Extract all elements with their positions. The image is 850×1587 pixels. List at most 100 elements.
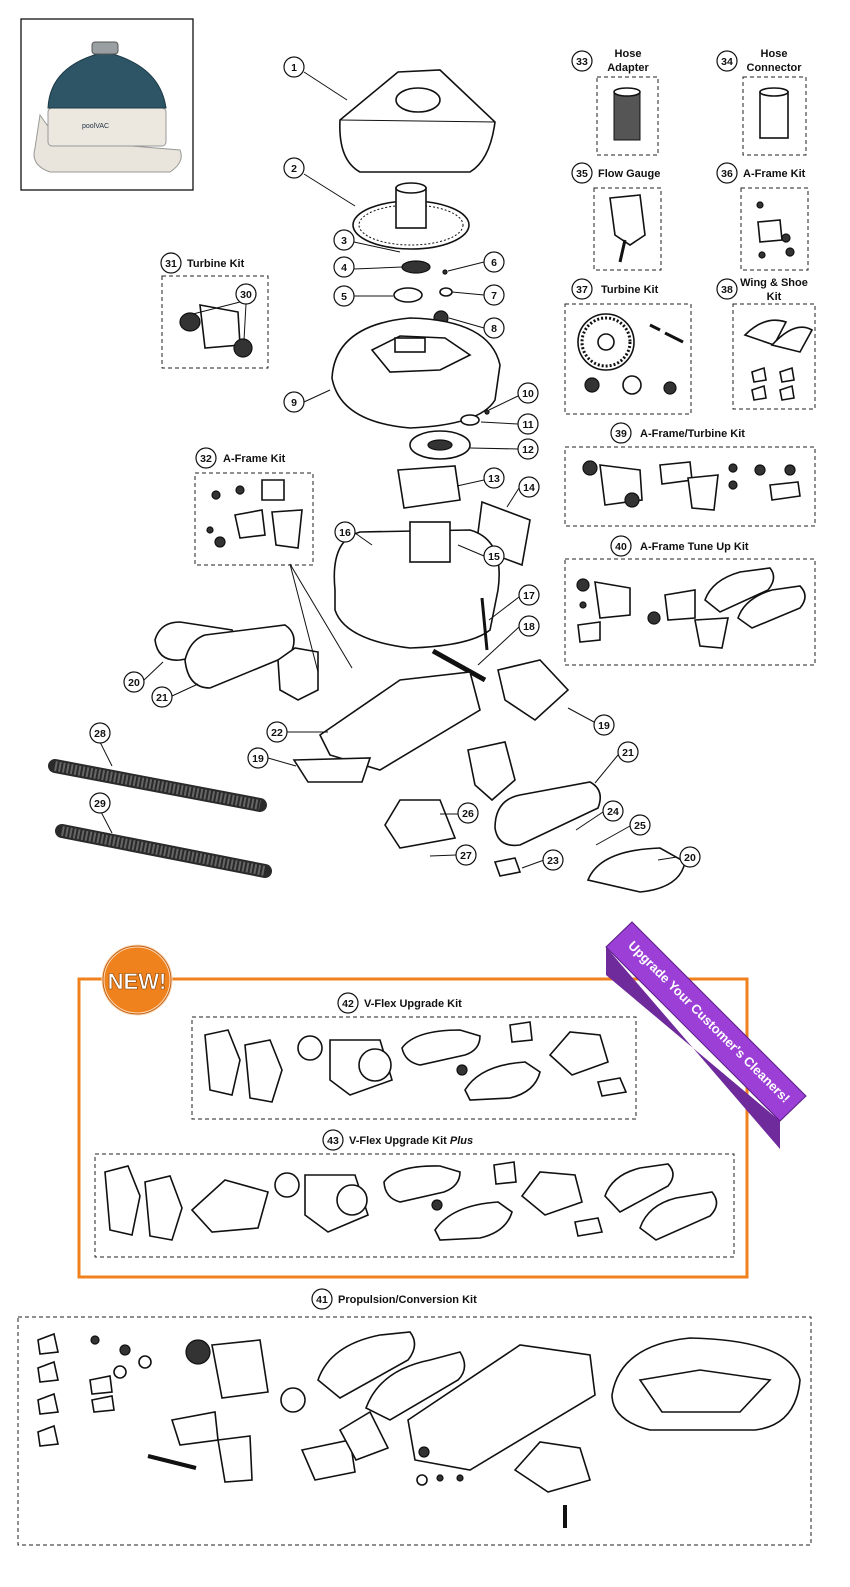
svg-text:29: 29 bbox=[94, 798, 106, 810]
svg-text:Wing & Shoe: Wing & Shoe bbox=[740, 277, 808, 289]
svg-text:21: 21 bbox=[622, 747, 634, 759]
svg-text:19: 19 bbox=[598, 720, 610, 732]
svg-text:6: 6 bbox=[491, 257, 497, 269]
svg-text:3: 3 bbox=[341, 235, 347, 247]
callout: 1 bbox=[283, 56, 305, 78]
callout: 17 bbox=[518, 584, 540, 606]
svg-text:35: 35 bbox=[576, 168, 588, 180]
callout: 19 bbox=[593, 714, 615, 736]
callout: 9 bbox=[283, 391, 305, 413]
svg-text:23: 23 bbox=[547, 855, 559, 867]
svg-text:V-Flex Upgrade Kit: V-Flex Upgrade Kit bbox=[364, 998, 462, 1010]
svg-text:9: 9 bbox=[291, 397, 297, 409]
product-photo: poolVAC bbox=[20, 18, 194, 191]
callout: 7 bbox=[483, 284, 505, 306]
kit-31-turbine: 31 Turbine Kit 30 bbox=[160, 252, 269, 369]
callout: 23 bbox=[542, 849, 564, 871]
svg-text:A-Frame Kit: A-Frame Kit bbox=[223, 453, 286, 465]
svg-text:24: 24 bbox=[607, 806, 619, 818]
callout: 12 bbox=[517, 438, 539, 460]
callout: 21 bbox=[151, 686, 173, 708]
callout: 20 bbox=[123, 671, 145, 693]
top-cover bbox=[339, 69, 496, 173]
svg-text:21: 21 bbox=[156, 692, 168, 704]
svg-text:28: 28 bbox=[94, 728, 106, 740]
callout: 21 bbox=[617, 741, 639, 763]
svg-text:2: 2 bbox=[291, 163, 297, 175]
hoses bbox=[48, 759, 272, 878]
svg-text:1: 1 bbox=[291, 62, 297, 74]
svg-text:40: 40 bbox=[615, 541, 627, 553]
svg-text:33: 33 bbox=[576, 56, 588, 68]
svg-text:Flow Gauge: Flow Gauge bbox=[598, 168, 660, 180]
callout: 5 bbox=[333, 285, 355, 307]
svg-text:27: 27 bbox=[460, 850, 472, 862]
callouts: 1 2 3 4 5 6 7 8 9 10 11 12 13 14 15 16 1… bbox=[89, 56, 701, 871]
kit-40-a-frame-tune-up: 40 A-Frame Tune Up Kit bbox=[564, 535, 816, 666]
kit-36-a-frame: 36 A-Frame Kit bbox=[716, 162, 809, 271]
svg-text:17: 17 bbox=[523, 590, 535, 602]
callout: 22 bbox=[266, 721, 288, 743]
callout: 19 bbox=[247, 747, 269, 769]
svg-text:5: 5 bbox=[341, 291, 347, 303]
callout: 18 bbox=[518, 615, 540, 637]
svg-text:18: 18 bbox=[523, 621, 535, 633]
svg-text:15: 15 bbox=[488, 551, 500, 563]
svg-text:25: 25 bbox=[634, 820, 646, 832]
kit-39-a-frame-turbine: 39 A-Frame/Turbine Kit bbox=[564, 422, 816, 527]
svg-text:Connector: Connector bbox=[747, 62, 803, 74]
svg-text:41: 41 bbox=[316, 1294, 328, 1306]
svg-text:14: 14 bbox=[523, 482, 535, 494]
svg-text:20: 20 bbox=[128, 677, 140, 689]
callout: 26 bbox=[457, 802, 479, 824]
svg-text:34: 34 bbox=[721, 56, 733, 68]
callout: 2 bbox=[283, 157, 305, 179]
callout: 24 bbox=[602, 800, 624, 822]
svg-text:42: 42 bbox=[342, 998, 354, 1010]
svg-text:Hose: Hose bbox=[761, 48, 788, 60]
kit-42-v-flex-upgrade: 42 V-Flex Upgrade Kit bbox=[191, 992, 637, 1120]
svg-text:31: 31 bbox=[165, 258, 177, 270]
kit-38-wing-shoe: 38 Wing & Shoe Kit bbox=[716, 277, 816, 410]
small-gears bbox=[393, 260, 453, 326]
svg-text:V-Flex Upgrade Kit Plus: V-Flex Upgrade Kit Plus bbox=[349, 1135, 473, 1147]
callout: 11 bbox=[517, 413, 539, 435]
svg-text:A-Frame Kit: A-Frame Kit bbox=[743, 168, 806, 180]
turbine-parts bbox=[397, 409, 531, 567]
svg-text:13: 13 bbox=[488, 473, 500, 485]
drive-gear bbox=[352, 182, 470, 250]
callout: 10 bbox=[517, 382, 539, 404]
svg-text:11: 11 bbox=[522, 419, 533, 431]
callout: 6 bbox=[483, 251, 505, 273]
svg-text:8: 8 bbox=[491, 323, 497, 335]
svg-text:Hose: Hose bbox=[615, 48, 642, 60]
svg-text:39: 39 bbox=[615, 428, 627, 440]
svg-text:22: 22 bbox=[271, 727, 283, 739]
svg-text:Adapter: Adapter bbox=[607, 62, 649, 74]
svg-text:43: 43 bbox=[327, 1135, 339, 1147]
svg-text:37: 37 bbox=[576, 284, 588, 296]
svg-text:A-Frame Tune Up Kit: A-Frame Tune Up Kit bbox=[640, 541, 749, 553]
callout: 29 bbox=[89, 792, 111, 814]
callout: 28 bbox=[89, 722, 111, 744]
svg-text:Turbine Kit: Turbine Kit bbox=[187, 258, 245, 270]
kit-37-turbine: 37 Turbine Kit bbox=[564, 278, 692, 415]
new-badge: NEW! bbox=[101, 944, 173, 1016]
callout: 25 bbox=[629, 814, 651, 836]
svg-text:10: 10 bbox=[522, 388, 534, 400]
callout: 14 bbox=[518, 476, 540, 498]
lower-housing bbox=[333, 521, 500, 683]
callout: 8 bbox=[483, 317, 505, 339]
svg-text:NEW!: NEW! bbox=[108, 969, 167, 994]
kit-32-a-frame: 32 A-Frame Kit bbox=[194, 447, 314, 566]
svg-text:Propulsion/Conversion Kit: Propulsion/Conversion Kit bbox=[338, 1294, 477, 1306]
svg-text:20: 20 bbox=[684, 852, 696, 864]
kit-34-hose-connector: 34 Hose Connector bbox=[716, 48, 807, 156]
svg-text:poolVAC: poolVAC bbox=[82, 123, 109, 130]
svg-text:32: 32 bbox=[200, 453, 212, 465]
callout: 4 bbox=[333, 256, 355, 278]
svg-text:4: 4 bbox=[341, 262, 347, 274]
callout: 20 bbox=[679, 846, 701, 868]
kit-33-hose-adapter: 33 Hose Adapter bbox=[571, 48, 659, 156]
